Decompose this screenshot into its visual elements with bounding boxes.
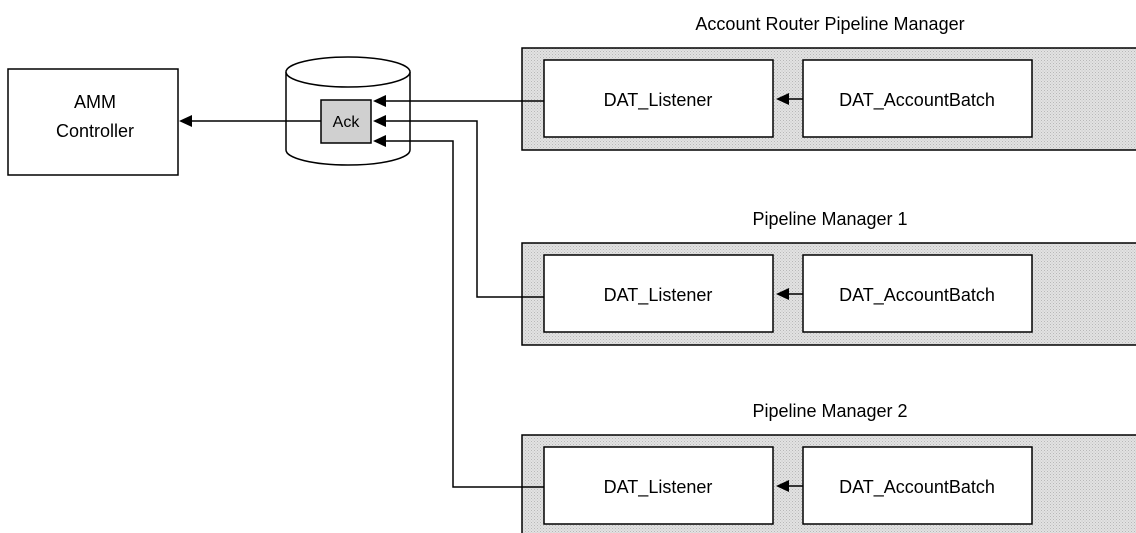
pipeline-title-1: Pipeline Manager 1 [752, 209, 907, 229]
listener-box-1 [543, 254, 774, 333]
batch-box-account-router [802, 59, 1033, 138]
connector-pipeline2-to-ack [373, 135, 544, 488]
connector-batch-to-listener-2 [776, 480, 803, 492]
batch-box-1 [802, 254, 1033, 333]
connector-batch-to-listener-1 [776, 288, 803, 300]
ack-queue: Ack [320, 99, 372, 144]
controller-label-line2: Controller [56, 121, 134, 141]
batch-box-2 [802, 446, 1033, 525]
listener-box-account-router [543, 59, 774, 138]
pipeline-panel-1: Pipeline Manager 1 DAT_Listener DAT_Acco… [521, 209, 1136, 346]
connector-account-router-to-ack [373, 95, 544, 107]
controller-label-line1: AMM [74, 92, 116, 112]
listener-label-account-router: DAT_Listener [604, 90, 713, 111]
ack-label: Ack [333, 114, 361, 131]
connector-batch-to-listener-account-router [776, 93, 803, 105]
pipeline-title-account-router: Account Router Pipeline Manager [695, 14, 964, 34]
amm-controller: AMM Controller [7, 68, 179, 176]
batch-label-account-router: DAT_AccountBatch [839, 90, 995, 111]
listener-label-1: DAT_Listener [604, 285, 713, 306]
connector-pipeline1-to-ack [373, 115, 544, 298]
listener-box-2 [543, 446, 774, 525]
listener-label-2: DAT_Listener [604, 477, 713, 498]
pipeline-title-2: Pipeline Manager 2 [752, 401, 907, 421]
pipeline-panel-account-router: Account Router Pipeline Manager DAT_List… [521, 14, 1136, 151]
batch-label-2: DAT_AccountBatch [839, 477, 995, 498]
pipeline-panel-2: Pipeline Manager 2 DAT_Listener DAT_Acco… [521, 401, 1136, 533]
connector-ack-to-controller [179, 115, 321, 127]
ack-box [320, 99, 372, 144]
batch-label-1: DAT_AccountBatch [839, 285, 995, 306]
